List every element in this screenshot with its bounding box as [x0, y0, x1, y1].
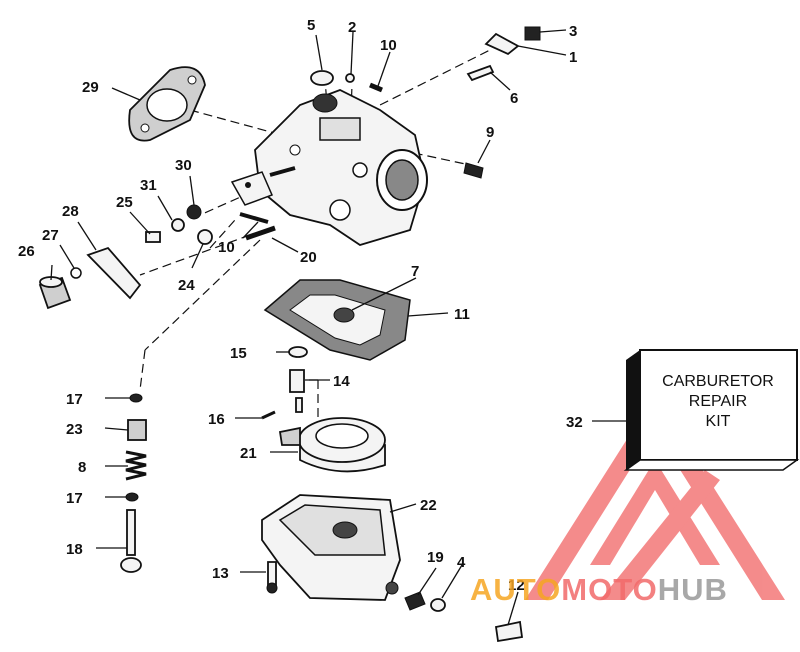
part-16-pin — [261, 410, 276, 420]
repair-kit-box: CARBURETOR REPAIR KIT — [623, 349, 800, 471]
part-29-gasket — [128, 66, 206, 142]
watermark-logo — [525, 395, 785, 600]
watermark-part1: AUTO — [470, 572, 561, 607]
part-7-seal — [333, 307, 355, 323]
part-9-screw — [463, 162, 484, 179]
callout-25: 25 — [116, 194, 133, 211]
callout-32: 32 — [566, 414, 583, 431]
carburetor-body — [230, 89, 428, 246]
part-19-jet — [404, 591, 426, 611]
callout-19: 19 — [427, 549, 444, 566]
part-17a-ring — [129, 393, 143, 403]
part-10a-pin — [369, 82, 383, 93]
callout-13: 13 — [212, 565, 229, 582]
callout-22: 22 — [420, 497, 437, 514]
part-13-screw-head — [266, 582, 278, 594]
part-31-washer — [171, 218, 185, 232]
callout-9: 9 — [486, 124, 494, 141]
callout-27: 27 — [42, 227, 59, 244]
callout-3: 3 — [569, 23, 577, 40]
part-11-gasket — [263, 279, 411, 361]
part-6-screw — [466, 64, 495, 82]
callout-17a: 17 — [66, 391, 83, 408]
part-26-knob — [38, 276, 72, 310]
part-17b-ring — [125, 492, 139, 502]
watermark-part2: MOTO — [561, 572, 657, 607]
watermark-triangle-inner — [590, 460, 720, 565]
callout-leaders — [50, 29, 630, 626]
callout-10a: 10 — [380, 37, 397, 54]
callout-21: 21 — [240, 445, 257, 462]
callout-4: 4 — [457, 554, 466, 571]
part-21-float — [278, 417, 386, 473]
callout-26: 26 — [18, 243, 35, 260]
watermark-word: AUTOMOTOHUB — [470, 572, 728, 607]
callout-23: 23 — [66, 421, 83, 438]
callout-15: 15 — [230, 345, 247, 362]
part-15-washer — [288, 346, 308, 358]
kit-label-line1: CARBURETOR — [662, 373, 774, 390]
watermark-swoosh — [600, 470, 720, 600]
part-25-screw — [145, 231, 161, 243]
callout-7: 7 — [411, 263, 419, 280]
callout-labels: 1 2 3 4 5 6 7 8 9 10 10 11 12 13 14 15 1… — [18, 17, 583, 594]
callout-10b: 10 — [218, 239, 235, 256]
watermark-text: AUTOMOTOHUB — [470, 572, 728, 607]
watermark-part3: HUB — [658, 572, 728, 607]
part-1-bracket — [484, 32, 520, 56]
part-23-nut — [127, 419, 147, 441]
watermark-triangle-outer — [525, 395, 785, 600]
part-28-lever — [86, 246, 142, 300]
callout-11: 11 — [454, 306, 470, 323]
part-14-needle — [289, 369, 305, 393]
part-2-ball — [345, 73, 355, 83]
kit-label-line2: REPAIR — [689, 393, 747, 410]
callout-14: 14 — [333, 373, 350, 390]
callout-24: 24 — [178, 277, 195, 294]
callout-2: 2 — [348, 19, 356, 36]
part-22-float-bowl — [261, 494, 401, 601]
part-30-nut — [186, 204, 202, 220]
callout-12: 12 — [508, 577, 525, 594]
callout-30: 30 — [175, 157, 192, 174]
part-10b-pin — [239, 212, 269, 224]
callout-5: 5 — [307, 17, 315, 34]
part-3-screw — [524, 26, 541, 41]
part-20-pin — [245, 225, 276, 241]
part-12-bolt — [494, 620, 524, 643]
callout-20: 20 — [300, 249, 317, 266]
part-14b-needle — [295, 397, 303, 413]
part-24-washer — [197, 229, 213, 245]
part-8-spring — [125, 450, 147, 481]
part-27-ring — [70, 267, 82, 279]
callout-1: 1 — [569, 49, 577, 66]
part-18-needle-screw — [120, 509, 142, 573]
callout-31: 31 — [140, 177, 157, 194]
part-4-washer — [430, 598, 446, 612]
callout-17b: 17 — [66, 490, 83, 507]
callout-16: 16 — [208, 411, 225, 428]
part-5-plug — [310, 70, 334, 86]
callout-29: 29 — [82, 79, 99, 96]
callout-18: 18 — [66, 541, 83, 558]
kit-label-line3: KIT — [706, 413, 731, 430]
callout-8: 8 — [78, 459, 86, 476]
callout-28: 28 — [62, 203, 79, 220]
callout-6: 6 — [510, 90, 518, 107]
